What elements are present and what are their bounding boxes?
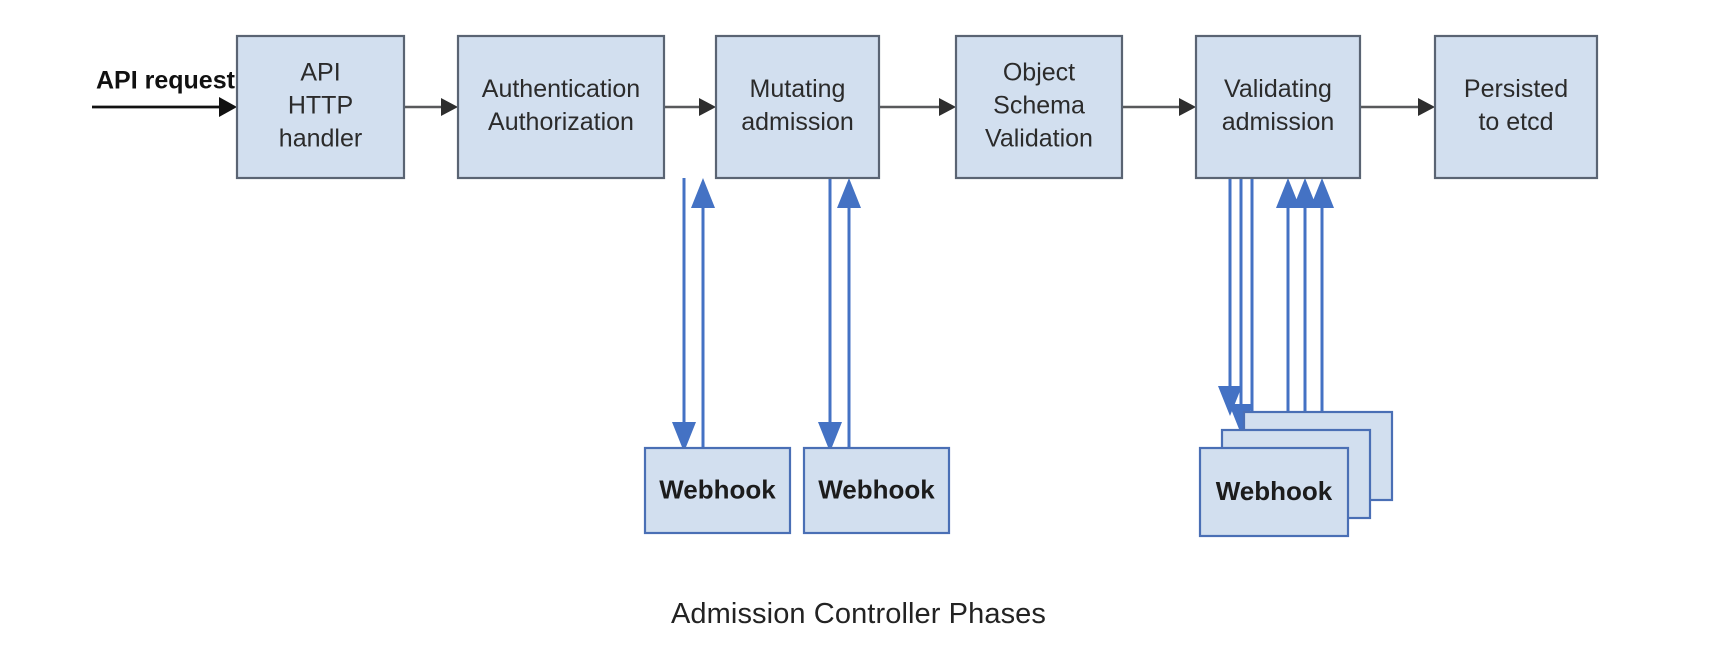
flow-arrow-conn-handler-to-auth: [404, 98, 458, 116]
flow-arrow-conn-auth-to-mutating: [664, 98, 716, 116]
phase-box-api-http-handler[interactable]: API HTTP handler: [235, 34, 406, 180]
validating-return-arrow-1: [1276, 178, 1300, 452]
webhook-return-arrow-mutating-webhook-2-head: [837, 178, 861, 208]
flow-arrow-conn-mutating-to-schema: [879, 98, 956, 116]
phase-box-rect-persisted-to-etcd: [1433, 34, 1599, 180]
webhook-call-arrow-mutating-webhook-1-head: [672, 422, 696, 452]
webhook-box-group: Webhook Webhook Webhook: [643, 410, 1394, 538]
webhook-call-arrow-mutating-webhook-2-head: [818, 422, 842, 452]
phase-box-persisted-to-etcd[interactable]: Persisted to etcd: [1433, 34, 1599, 180]
phase-box-mutating-admission[interactable]: Mutating admission: [714, 34, 881, 180]
validating-call-arrow-1-head: [1218, 386, 1242, 416]
webhook-label-mutating-webhook-1: Webhook: [659, 474, 776, 504]
phase-box-validating-admission[interactable]: Validating admission: [1194, 34, 1362, 180]
phase-box-rect-mutating-admission: [714, 34, 881, 180]
flow-arrow-conn-schema-to-validating-head: [1179, 98, 1196, 116]
validating-return-arrow-3-head: [1310, 178, 1334, 208]
phase-box-group: API HTTP handler AuthenticationAuthorizatio…: [235, 34, 1599, 180]
webhook-box-rect-validating-webhook-stack: [1198, 446, 1350, 538]
phase-label-validating-admission: Validating: [1224, 75, 1332, 103]
webhook-return-arrow-mutating-webhook-2: [837, 178, 861, 452]
entry-arrow-group: API request: [92, 67, 237, 117]
webhook-box-rect-mutating-webhook-2: [802, 446, 951, 535]
phase-label-authentication-authorization: Authentication: [482, 75, 640, 103]
phase-label-mutating-admission: admission: [741, 108, 854, 136]
webhook-box-mutating-webhook-1[interactable]: Webhook: [643, 446, 792, 535]
webhook-box-rect-mutating-webhook-1: [643, 446, 792, 535]
webhook-label-validating-webhook-stack: Webhook: [1216, 476, 1333, 506]
entry-arrow-head: [219, 97, 237, 117]
phase-label-authentication-authorization: Authorization: [488, 108, 634, 136]
phase-label-object-schema-validation: Validation: [985, 125, 1093, 153]
phase-label-api-http-handler: API: [300, 59, 340, 87]
entry-label: API request: [96, 67, 236, 95]
flow-arrow-conn-validating-to-etcd: [1360, 98, 1435, 116]
phase-box-rect-validating-admission: [1194, 34, 1362, 180]
phase-label-persisted-to-etcd: to etcd: [1478, 108, 1553, 136]
phase-label-api-http-handler: handler: [279, 125, 362, 153]
webhook-box-mutating-webhook-2[interactable]: Webhook: [802, 446, 951, 535]
webhook-return-arrow-mutating-webhook-1-head: [691, 178, 715, 208]
webhook-call-arrow-mutating-webhook-1: [672, 178, 696, 452]
webhook-connector-group: [672, 178, 1334, 452]
phase-label-validating-admission: admission: [1222, 108, 1335, 136]
flow-arrow-conn-schema-to-validating: [1122, 98, 1196, 116]
flow-arrow-conn-mutating-to-schema-head: [939, 98, 956, 116]
phase-label-mutating-admission: Mutating: [750, 75, 846, 103]
phase-label-api-http-handler: HTTP: [288, 92, 353, 120]
phase-label-object-schema-validation: Schema: [993, 92, 1085, 120]
flow-arrow-conn-auth-to-mutating-head: [699, 98, 716, 116]
webhook-label-mutating-webhook-2: Webhook: [818, 474, 935, 504]
phase-label-object-schema-validation: Object: [1003, 59, 1075, 87]
validating-return-arrow-1-head: [1276, 178, 1300, 208]
phase-box-rect-authentication-authorization: [456, 34, 666, 180]
phase-box-rect-object-schema-validation: [954, 34, 1124, 180]
validating-return-arrow-2: [1293, 178, 1317, 434]
webhook-call-arrow-mutating-webhook-2: [818, 178, 842, 452]
validating-call-arrow-1: [1218, 178, 1242, 416]
validating-return-arrow-3: [1310, 178, 1334, 416]
flow-arrow-conn-validating-to-etcd-head: [1418, 98, 1435, 116]
phase-box-rect-api-http-handler: [235, 34, 406, 180]
validating-return-arrow-2-head: [1293, 178, 1317, 208]
phase-label-persisted-to-etcd: Persisted: [1464, 75, 1568, 103]
webhook-return-arrow-mutating-webhook-1: [691, 178, 715, 452]
flow-arrow-conn-handler-to-auth-head: [441, 98, 458, 116]
webhook-box-validating-webhook-stack[interactable]: Webhook: [1198, 446, 1350, 538]
flow-connector-group: [404, 98, 1435, 116]
entry-arrow: [92, 97, 237, 117]
diagram-caption: Admission Controller Phases: [670, 598, 1047, 630]
